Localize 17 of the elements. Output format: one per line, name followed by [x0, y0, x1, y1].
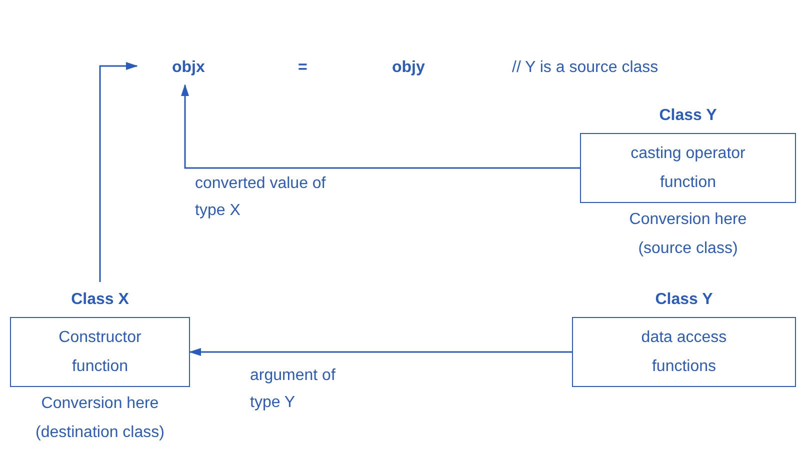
arrow [99, 62, 138, 282]
note-text: Conversion here (source class) [628, 210, 748, 259]
class-heading: Class Y [658, 106, 718, 126]
code-text: objx [172, 56, 205, 80]
arrow [189, 348, 572, 356]
edge-label: argument of type Y [250, 366, 336, 413]
note-text: Conversion here (destination class) [34, 394, 166, 443]
class-box: Constructor function [10, 317, 190, 387]
class-heading: Class Y [654, 290, 714, 310]
code-text: objy [392, 58, 425, 78]
class-box: casting operator function [580, 133, 796, 203]
operator-text: = [298, 58, 308, 78]
code-comment: // Y is a source class [512, 58, 658, 78]
arrow [181, 84, 580, 169]
class-box: data access functions [572, 317, 796, 387]
class-heading: Class X [70, 290, 130, 310]
edge-label: converted value of type X [195, 174, 327, 221]
